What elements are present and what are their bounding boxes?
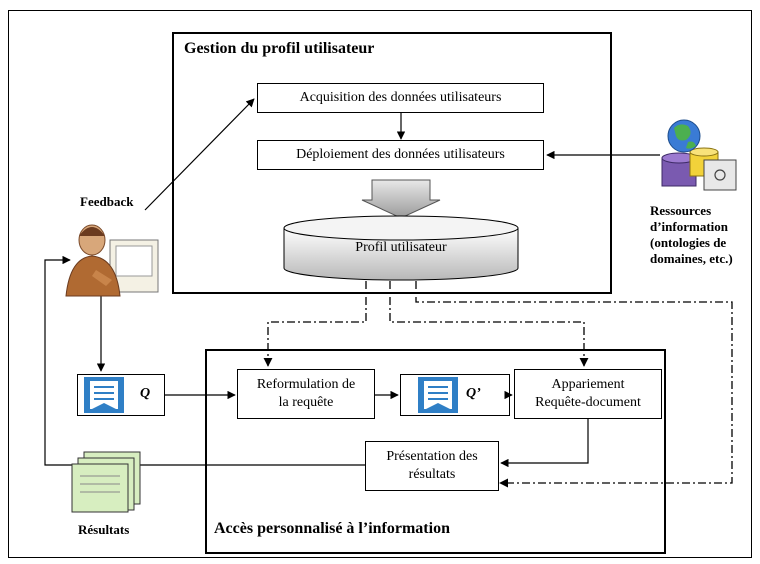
personalized-access-title: Accès personnalisé à l’information bbox=[214, 520, 450, 537]
profile-to-presentation bbox=[415, 281, 733, 488]
presentation-box: Présentation des résultats bbox=[365, 441, 499, 491]
query-q-doc-icon bbox=[84, 377, 124, 413]
deploiement-label: Déploiement des données utilisateurs bbox=[296, 147, 505, 162]
reformulation-label-2: la requête bbox=[278, 395, 334, 410]
resources-icon bbox=[661, 119, 737, 191]
acquisition-label: Acquisition des données utilisateurs bbox=[299, 90, 502, 105]
results-documents-icon bbox=[71, 451, 141, 513]
appariement-box: Appariement Requête-document bbox=[514, 369, 662, 419]
query-qprime-doc-icon bbox=[418, 377, 458, 413]
resources-line-2: d’information bbox=[650, 219, 728, 234]
feedback-label: Feedback bbox=[80, 194, 134, 209]
appariement-label-1: Appariement bbox=[551, 377, 625, 392]
reformulation-label-1: Reformulation de bbox=[256, 377, 356, 392]
profil-utilisateur-label: Profil utilisateur bbox=[290, 235, 512, 261]
profile-to-reformulation bbox=[263, 281, 367, 367]
resultats-label: Résultats bbox=[78, 522, 130, 537]
deploiement-box: Déploiement des données utilisateurs bbox=[257, 140, 544, 170]
resources-line-1: Ressources bbox=[650, 203, 712, 218]
profile-cylinder bbox=[283, 215, 519, 281]
user-at-computer-icon bbox=[65, 224, 159, 297]
profile-to-appariement bbox=[389, 281, 589, 367]
acquisition-box: Acquisition des données utilisateurs bbox=[257, 83, 544, 113]
appariement-label-2: Requête-document bbox=[535, 395, 641, 410]
diagram-frame bbox=[8, 10, 752, 558]
presentation-label-1: Présentation des bbox=[386, 449, 478, 464]
profile-management-title: Gestion du profil utilisateur bbox=[184, 40, 375, 57]
profil-text: Profil utilisateur bbox=[355, 240, 447, 255]
resources-label: Ressources d’information (ontologies de … bbox=[650, 203, 733, 267]
reformulation-box: Reformulation de la requête bbox=[237, 369, 375, 419]
hollow-arrow-down bbox=[361, 179, 441, 219]
arrow-presentation-to-results bbox=[44, 255, 365, 466]
arrow-feedback bbox=[144, 98, 255, 211]
q-prime-label: Q’ bbox=[466, 386, 481, 401]
resources-line-4: domaines, etc.) bbox=[650, 251, 733, 266]
q-label: Q bbox=[140, 386, 151, 401]
resources-line-3: (ontologies de bbox=[650, 235, 727, 250]
presentation-label-2: résultats bbox=[408, 467, 456, 482]
arrow-appariement-to-presentation bbox=[500, 419, 589, 468]
